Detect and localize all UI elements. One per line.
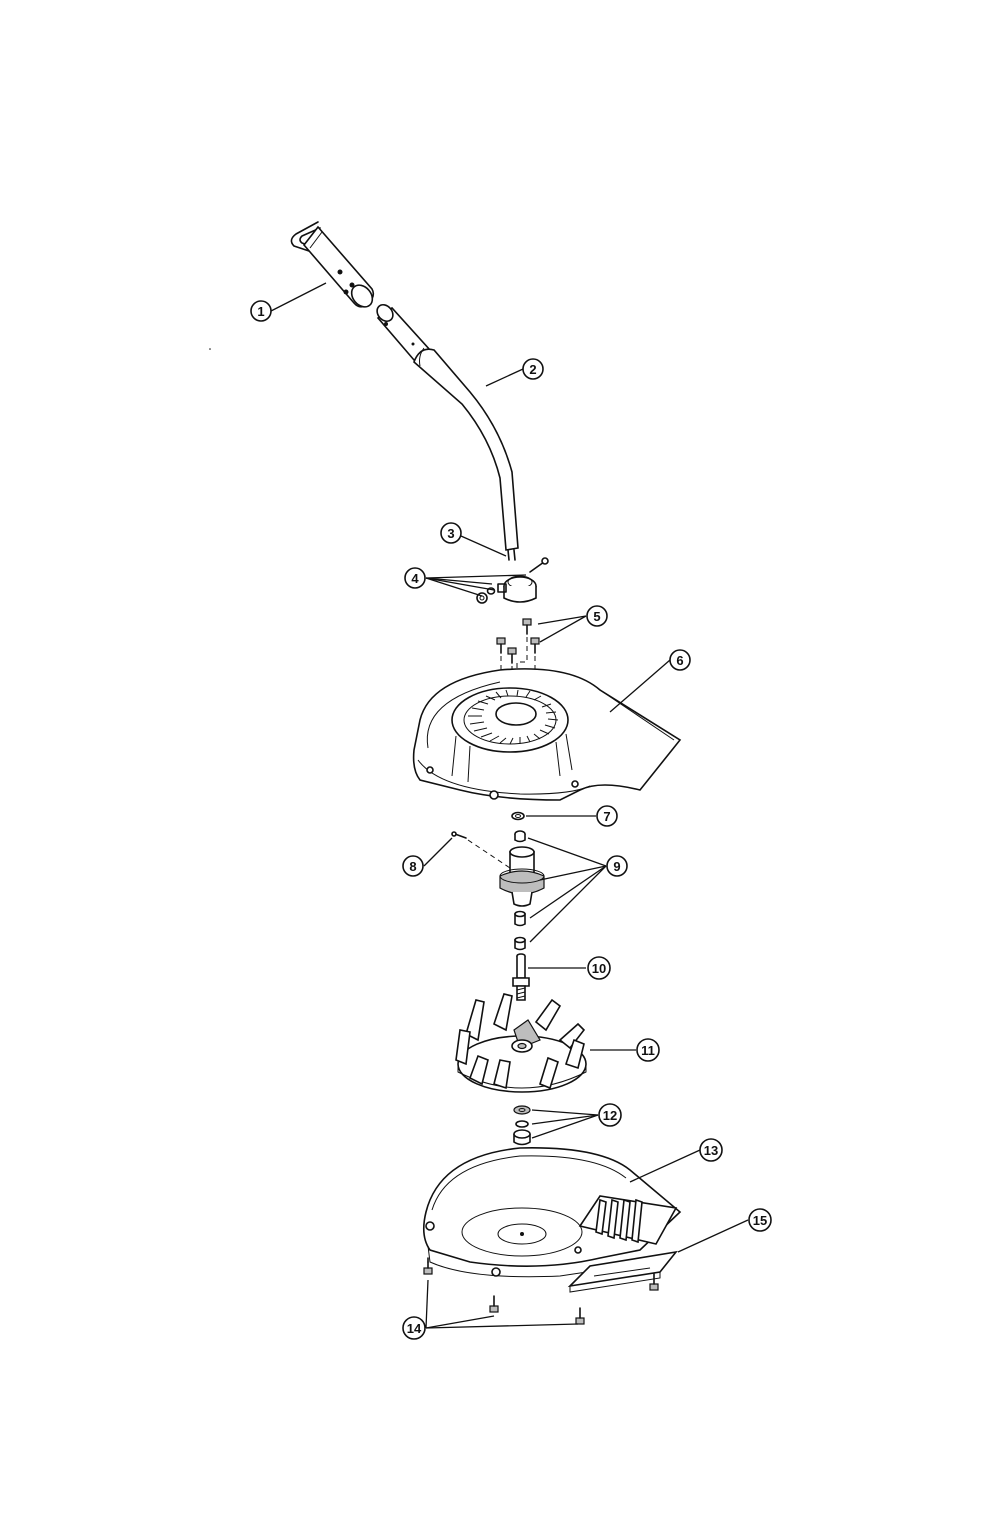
washer-part bbox=[511, 811, 525, 821]
callout-2-label: 2 bbox=[529, 362, 536, 377]
callout-5-label: 5 bbox=[593, 609, 600, 624]
callout-3: 3 bbox=[440, 522, 462, 544]
leader-lines bbox=[270, 282, 749, 1329]
bearing-hub-part bbox=[499, 830, 545, 951]
impeller-part bbox=[455, 993, 587, 1093]
callout-6-label: 6 bbox=[676, 653, 683, 668]
callout-3-label: 3 bbox=[447, 526, 454, 541]
blower-housing-part bbox=[422, 1147, 682, 1278]
callout-15-label: 15 bbox=[753, 1213, 767, 1228]
callout-9: 9 bbox=[606, 855, 628, 877]
callout-1-label: 1 bbox=[257, 304, 264, 319]
callout-2: 2 bbox=[522, 358, 544, 380]
fan-cover-part bbox=[412, 668, 682, 801]
callout-7: 7 bbox=[596, 805, 618, 827]
callout-4-label: 4 bbox=[411, 571, 419, 586]
tube-clamp-part bbox=[476, 557, 549, 604]
callout-14: 14 bbox=[402, 1316, 426, 1340]
callout-8: 8 bbox=[402, 855, 424, 877]
shaft-part bbox=[512, 953, 530, 1001]
callout-15: 15 bbox=[748, 1208, 772, 1232]
callout-10-label: 10 bbox=[592, 961, 606, 976]
outlet-plate-part bbox=[567, 1250, 678, 1293]
callout-4: 4 bbox=[404, 567, 426, 589]
callout-10: 10 bbox=[587, 956, 611, 980]
callout-7-label: 7 bbox=[603, 809, 610, 824]
callout-8-label: 8 bbox=[409, 859, 416, 874]
callout-14-label: 14 bbox=[407, 1321, 422, 1336]
stray-dot bbox=[209, 348, 211, 350]
callout-11: 11 bbox=[636, 1038, 660, 1062]
callout-12: 12 bbox=[598, 1103, 622, 1127]
callout-1: 1 bbox=[250, 300, 272, 322]
housing-screws-part bbox=[423, 1257, 659, 1325]
callout-9-label: 9 bbox=[613, 859, 620, 874]
callout-12-label: 12 bbox=[603, 1108, 617, 1123]
callout-11-label: 11 bbox=[641, 1043, 655, 1058]
callout-5: 5 bbox=[586, 605, 608, 627]
callout-13: 13 bbox=[699, 1138, 723, 1162]
blower-tube-part bbox=[376, 303, 519, 561]
handle-part bbox=[290, 221, 375, 308]
pin-part bbox=[451, 831, 511, 869]
nut-washer-part bbox=[513, 1105, 531, 1146]
callout-6: 6 bbox=[669, 649, 691, 671]
callout-13-label: 13 bbox=[704, 1143, 718, 1158]
